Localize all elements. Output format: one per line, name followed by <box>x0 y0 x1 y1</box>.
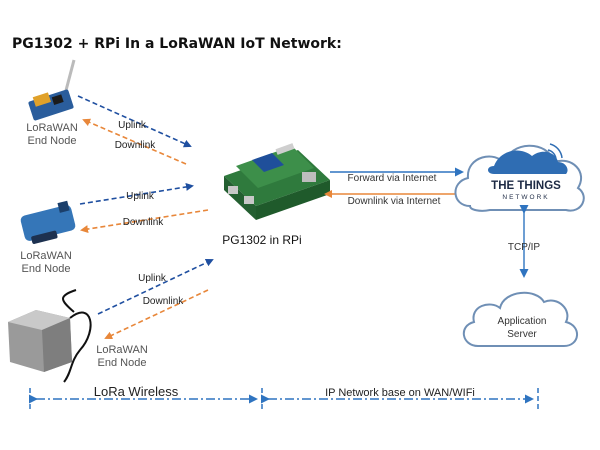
uplink-arrow-2 <box>79 183 194 205</box>
ttn-cloud-icon <box>454 143 585 212</box>
server-line2: Server <box>507 329 537 340</box>
application-server-cloud-icon <box>463 291 578 347</box>
end-node-2-line2: End Node <box>22 263 71 275</box>
downlink-arrow-1 <box>82 118 187 165</box>
uplink-label-3: Uplink <box>138 273 167 284</box>
downlink-label-3: Downlink <box>143 296 185 307</box>
uplink-arrow-1 <box>77 95 192 148</box>
downlink-internet-label: Downlink via Internet <box>348 196 441 207</box>
end-node-1-line2: End Node <box>28 135 77 147</box>
ttn-name: THE THINGS <box>491 180 561 192</box>
ip-network-label: IP Network base on WAN/WIFi <box>325 387 475 399</box>
uplink-label-1: Uplink <box>118 120 147 131</box>
tcpip-label: TCP/IP <box>508 242 541 253</box>
ip-network-range <box>261 388 539 410</box>
lora-wireless-label: LoRa Wireless <box>94 384 179 399</box>
uplink-label-2: Uplink <box>126 191 155 202</box>
downlink-arrow-3 <box>104 289 209 340</box>
uplink-arrow-3 <box>97 258 214 315</box>
downlink-label-1: Downlink <box>115 140 157 151</box>
ttn-sub: NETWORK <box>502 194 549 201</box>
end-node-3-line1: LoRaWAN <box>96 344 148 356</box>
end-node-1-line1: LoRaWAN <box>26 122 78 134</box>
end-node-2-device-icon <box>20 200 76 244</box>
end-node-3-line2: End Node <box>98 357 147 369</box>
forward-label: Forward via Internet <box>348 173 437 184</box>
end-node-1-device-icon <box>28 59 76 121</box>
server-line1: Application <box>498 316 547 327</box>
gateway-label: PG1302 in RPi <box>222 233 301 247</box>
downlink-label-2: Downlink <box>123 217 165 228</box>
end-node-2-line1: LoRaWAN <box>20 250 72 262</box>
downlink-arrow-2 <box>80 209 209 234</box>
end-node-3-sensor-icon <box>8 289 92 383</box>
gateway-rpi-board-icon <box>224 143 330 220</box>
diagram-title: PG1302 + RPi In a LoRaWAN IoT Network: <box>12 36 342 52</box>
